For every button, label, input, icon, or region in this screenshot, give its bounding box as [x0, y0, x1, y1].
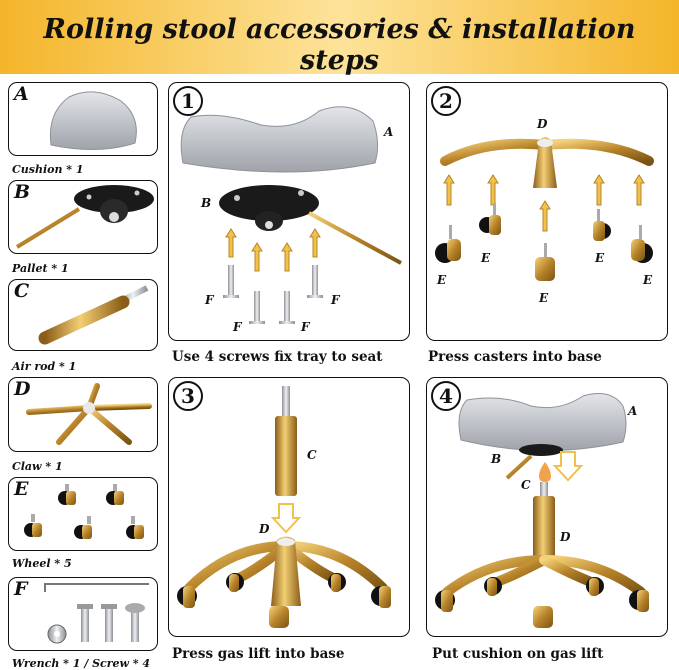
- wrench-screws-image: [44, 583, 149, 644]
- step-3-label-d: D: [259, 522, 270, 536]
- part-box-air-rod: C: [8, 279, 158, 351]
- step-4-panel: 4 A B C D: [426, 377, 668, 637]
- step-3-number: 3: [173, 381, 203, 411]
- air-rod-image: [38, 285, 149, 345]
- step-2-panel: 2 D E E E E E: [426, 82, 668, 341]
- step-2-label-d: D: [537, 117, 548, 131]
- step-2-label-e3: E: [539, 291, 549, 305]
- step-1-panel: 1 A B F F F F: [168, 82, 410, 341]
- part-box-claw: D: [8, 377, 158, 452]
- part-caption-wrench-screw: Wrench * 1 / Screw * 4: [12, 657, 151, 670]
- part-box-cushion: A: [8, 82, 158, 156]
- step-4-number: 4: [431, 381, 461, 411]
- wheels-image: [24, 484, 144, 539]
- wheel-icon-2: [106, 484, 124, 505]
- step-1-label-a: A: [384, 125, 394, 139]
- step-2-illustration: [435, 137, 654, 281]
- step-2-caption: Press casters into base: [428, 349, 602, 365]
- step-2-label-e2: E: [481, 251, 491, 265]
- step-2-label-e1: E: [437, 273, 447, 287]
- part-box-wrench-screw: F: [8, 577, 158, 651]
- step-4-label-b: B: [491, 452, 502, 466]
- part-caption-claw: Claw * 1: [12, 460, 63, 473]
- step-1-label-f2: F: [233, 320, 242, 334]
- step-4-caption: Put cushion on gas lift: [432, 646, 604, 662]
- wheel-icon-1: [58, 484, 76, 505]
- step-3-panel: 3 C D: [168, 377, 410, 637]
- step-1-number: 1: [173, 86, 203, 116]
- step-2-label-e4: E: [595, 251, 605, 265]
- part-letter-a: A: [14, 83, 29, 105]
- step-4-label-a: A: [628, 404, 638, 418]
- step-3-label-c: C: [307, 448, 317, 462]
- step-4-illustration: [435, 393, 649, 628]
- part-caption-air-rod: Air rod * 1: [12, 360, 77, 373]
- cushion-image: [49, 91, 137, 150]
- step-1-label-f4: F: [331, 293, 340, 307]
- part-caption-wheel: Wheel * 5: [12, 557, 72, 570]
- pallet-image: [15, 185, 154, 249]
- part-letter-f: F: [14, 578, 28, 600]
- step-1-label-b: B: [201, 196, 212, 210]
- part-box-pallet: B: [8, 180, 158, 254]
- step-3-caption: Press gas lift into base: [172, 646, 345, 662]
- step-2-number: 2: [431, 86, 461, 116]
- claw-image: [26, 383, 152, 445]
- part-letter-b: B: [14, 181, 31, 203]
- step-1-illustration: [180, 106, 402, 324]
- wheel-icon-5: [126, 516, 144, 539]
- banner-title: Rolling stool accessories & installation…: [43, 14, 636, 76]
- part-letter-e: E: [14, 478, 29, 500]
- part-box-wheel: E: [8, 477, 158, 551]
- step-1-caption: Use 4 screws fix tray to seat: [172, 349, 383, 365]
- step-3-illustration: [177, 386, 391, 628]
- step-4-label-d: D: [560, 530, 571, 544]
- wheel-icon-4: [74, 516, 92, 539]
- part-letter-d: D: [14, 378, 31, 400]
- wheel-icon-3: [24, 514, 42, 537]
- part-caption-cushion: Cushion * 1: [12, 163, 84, 176]
- step-2-label-e5: E: [643, 273, 653, 287]
- step-1-label-f3: F: [301, 320, 310, 334]
- title-banner: Rolling stool accessories & installation…: [0, 0, 679, 76]
- part-caption-pallet: Pallet * 1: [12, 262, 69, 275]
- part-letter-c: C: [14, 280, 30, 302]
- step-4-label-c: C: [521, 478, 531, 492]
- step-1-label-f1: F: [205, 293, 214, 307]
